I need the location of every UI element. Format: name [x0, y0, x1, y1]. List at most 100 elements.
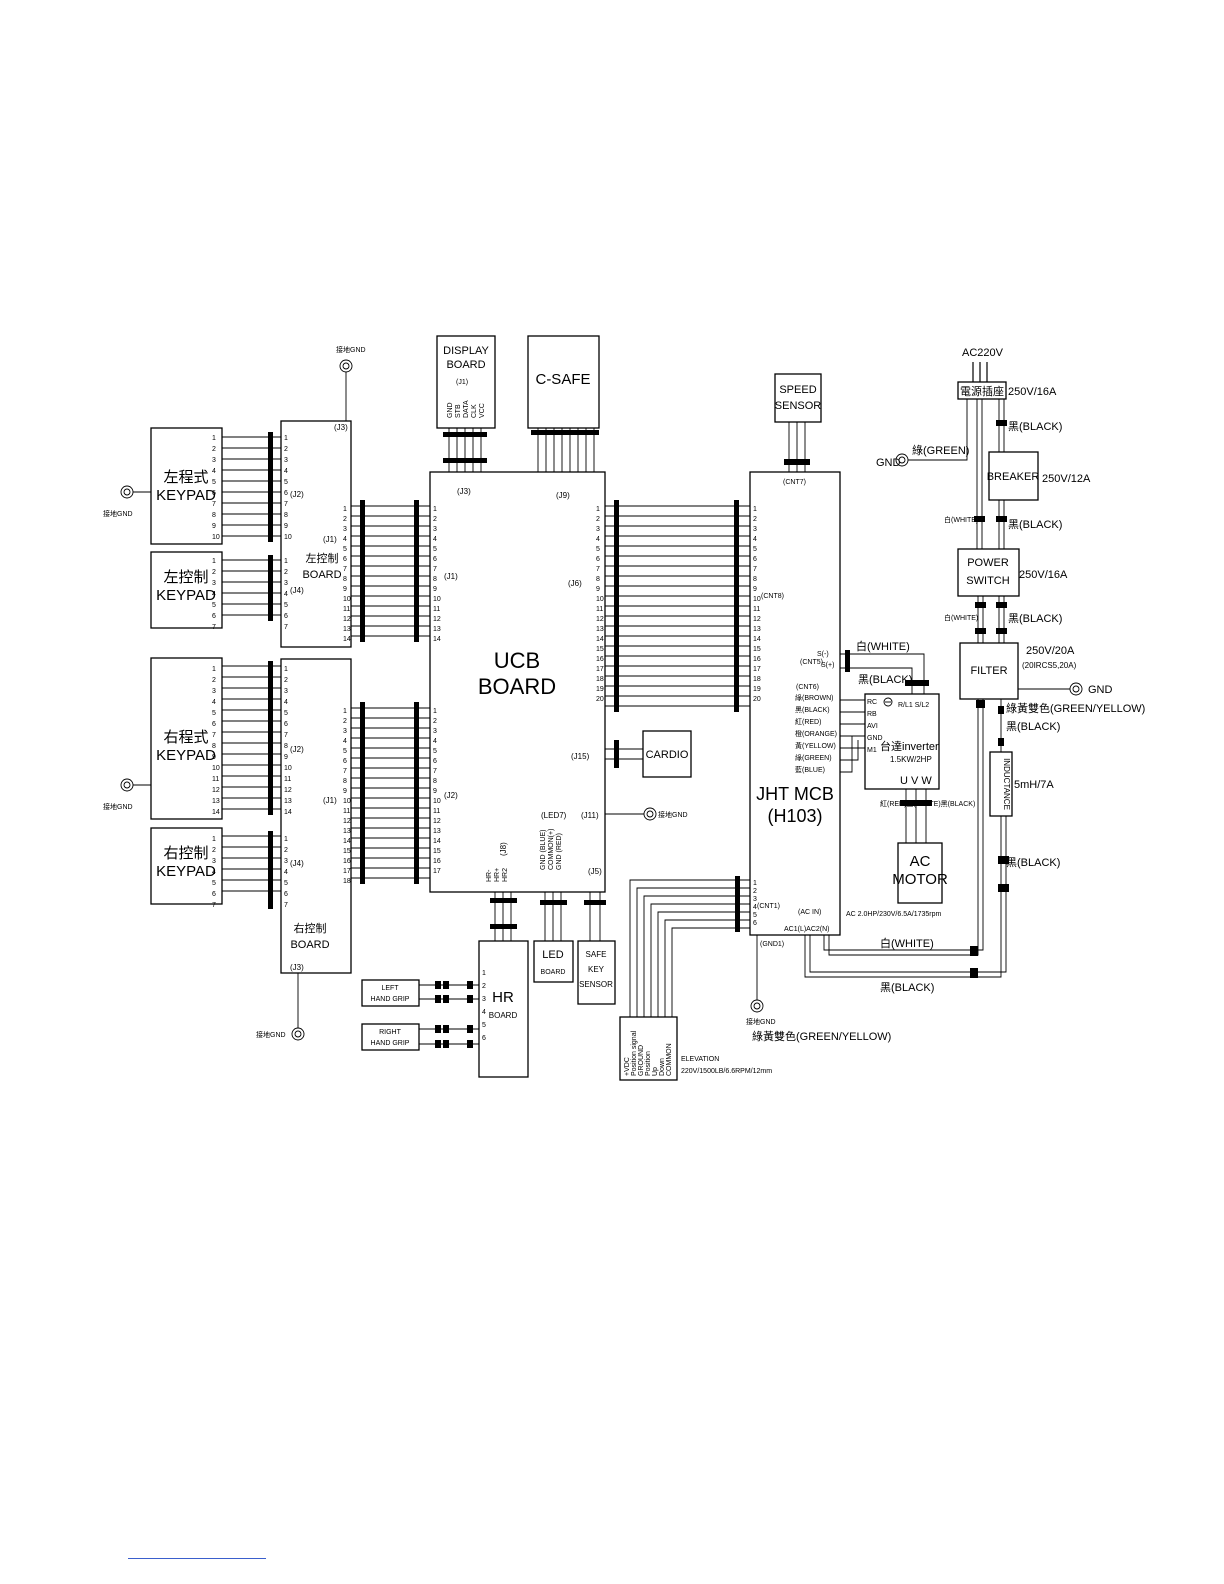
pin-number: 12 [284, 787, 292, 794]
ucb-j2-label: (J2) [444, 791, 458, 800]
pin-number: 16 [596, 656, 604, 663]
pin-number: 6 [284, 490, 288, 497]
pin-number: 7 [343, 768, 347, 775]
mcb-gnd1-ground [750, 935, 764, 1013]
ucb-j1-label: (J1) [444, 572, 458, 581]
pin-number: 3 [212, 858, 216, 865]
pin-number: 10 [596, 596, 604, 603]
pin-number: 12 [433, 818, 441, 825]
pin-number: 3 [212, 580, 216, 587]
right-hand-grip-label-2: HAND GRIP [371, 1040, 410, 1047]
inverter-pin-m1: M1 [867, 747, 877, 754]
right-board-j4-label: (J4) [290, 859, 304, 868]
jht-mcb-label-2: (H103) [767, 806, 822, 826]
pin-number: 10 [343, 798, 351, 805]
pin-number: 1 [596, 506, 600, 513]
inverter-to-motor-wires [900, 789, 932, 843]
pin-number: 9 [212, 754, 216, 761]
pin-number: 4 [596, 536, 600, 543]
right-program-keypad-block [150, 657, 223, 820]
mcb-ac-in-label: (AC IN) [798, 909, 821, 916]
right-program-keypad-label-1: 右程式 [163, 729, 208, 746]
pin-number: 2 [343, 516, 347, 523]
pin-number: 14 [753, 636, 761, 643]
switch-in-white-label: 白(WHITE) [944, 515, 978, 524]
ac-in-white-label: 白(WHITE) [880, 936, 934, 950]
pin-number: 10 [753, 596, 761, 603]
socket-rating-label: 250V/16A [1008, 386, 1057, 398]
socket-to-breaker-wires [996, 399, 1007, 452]
power-switch-label-2: SWITCH [966, 575, 1009, 587]
pin-number: 14 [343, 838, 351, 845]
safe-key-sensor-block [577, 940, 616, 1005]
pin-number: 18 [596, 676, 604, 683]
display-pin-stb: STB [455, 404, 462, 418]
ucb-to-mcb-bundle [605, 500, 750, 712]
elev-pin-5: Up [652, 1067, 659, 1076]
right-board-j1-label: (J1) [323, 796, 337, 805]
inductance-in-black-label: 黑(BLACK) [1006, 720, 1060, 733]
motor-wires-label: 紅(RED)白(WHITE)黑(BLACK) [880, 799, 975, 808]
breaker-to-switch-wires [974, 399, 1007, 549]
display-pin-data: DATA [463, 400, 470, 418]
right-board-j3-label: (J3) [290, 963, 304, 972]
pin-number: 7 [343, 566, 347, 573]
mcb-cnt1-label: (CNT1) [757, 903, 780, 910]
left-control-keypad-label-1: 左控制 [163, 569, 208, 586]
hr-board-block [478, 940, 529, 1078]
pin-number: 6 [343, 556, 347, 563]
pin-number: 15 [433, 848, 441, 855]
cnt6-wire-6: 綠(GREEN) [795, 753, 832, 762]
pin-number: 11 [212, 776, 219, 783]
elevation-label-2: 220V/1500LB/6.6RPM/12mm [681, 1068, 772, 1075]
pin-number: 9 [284, 754, 288, 761]
pin-number: 18 [753, 676, 761, 683]
display-to-ucb-bundle [443, 428, 487, 472]
pin-number: 5 [433, 546, 437, 553]
pin-number: 2 [433, 718, 437, 725]
mcb-cnt7-label: (CNT7) [783, 479, 806, 486]
pin-number: 1 [284, 666, 288, 673]
pin-number: 11 [753, 606, 760, 613]
pin-number: 7 [284, 902, 288, 909]
display-pin-vcc: VCC [479, 403, 486, 418]
c-safe-block [527, 335, 600, 429]
led7-pin-2: COMMON(+) [548, 829, 555, 870]
pin-number: 2 [753, 516, 757, 523]
pin-number: 5 [212, 602, 216, 609]
ac-motor-block [897, 842, 943, 904]
display-board-block [436, 335, 496, 429]
pin-number: 9 [433, 788, 437, 795]
pin-number: 7 [753, 566, 757, 573]
pin-number: 4 [343, 738, 347, 745]
display-pin-clk: CLK [471, 404, 478, 418]
pin-number: 12 [212, 787, 220, 794]
pin-number: 4 [343, 536, 347, 543]
ground-symbol-left-board-top [339, 359, 353, 421]
inverter-top-label: R/L1 S/L2 [898, 702, 929, 709]
pin-number: 9 [343, 788, 347, 795]
pin-number: 4 [284, 468, 288, 475]
speed-sensor-wires [784, 422, 810, 472]
elev-pin-6: Down [659, 1058, 666, 1076]
left-board-gnd-label: 接地GND [336, 345, 366, 354]
socket-green-label: 綠(GREEN) [912, 444, 969, 457]
pin-number: 8 [343, 778, 347, 785]
left-board-j3-label: (J3) [334, 423, 348, 432]
ucb-board-label-2: BOARD [478, 674, 556, 699]
speed-sensor-label-1: SPEED [779, 384, 816, 396]
footer-link-rule [128, 1558, 266, 1559]
left-program-keypad-block [150, 427, 223, 545]
pin-number: 5 [482, 1022, 486, 1029]
pin-number: 13 [284, 798, 292, 805]
pin-number: 5 [284, 479, 288, 486]
switch-to-filter-wires [975, 596, 1007, 643]
gnd1-green-yellow-label: 綠黃雙色(GREEN/YELLOW) [752, 1029, 891, 1043]
right-control-keypad-block [150, 827, 223, 905]
pin-number: 9 [343, 586, 347, 593]
ucb-to-hr-bundle [490, 892, 517, 941]
pin-number: 8 [596, 576, 600, 583]
display-j1-label: (J1) [456, 379, 468, 386]
display-pin-gnd: GND [447, 402, 454, 418]
right-control-board-block [280, 658, 352, 974]
